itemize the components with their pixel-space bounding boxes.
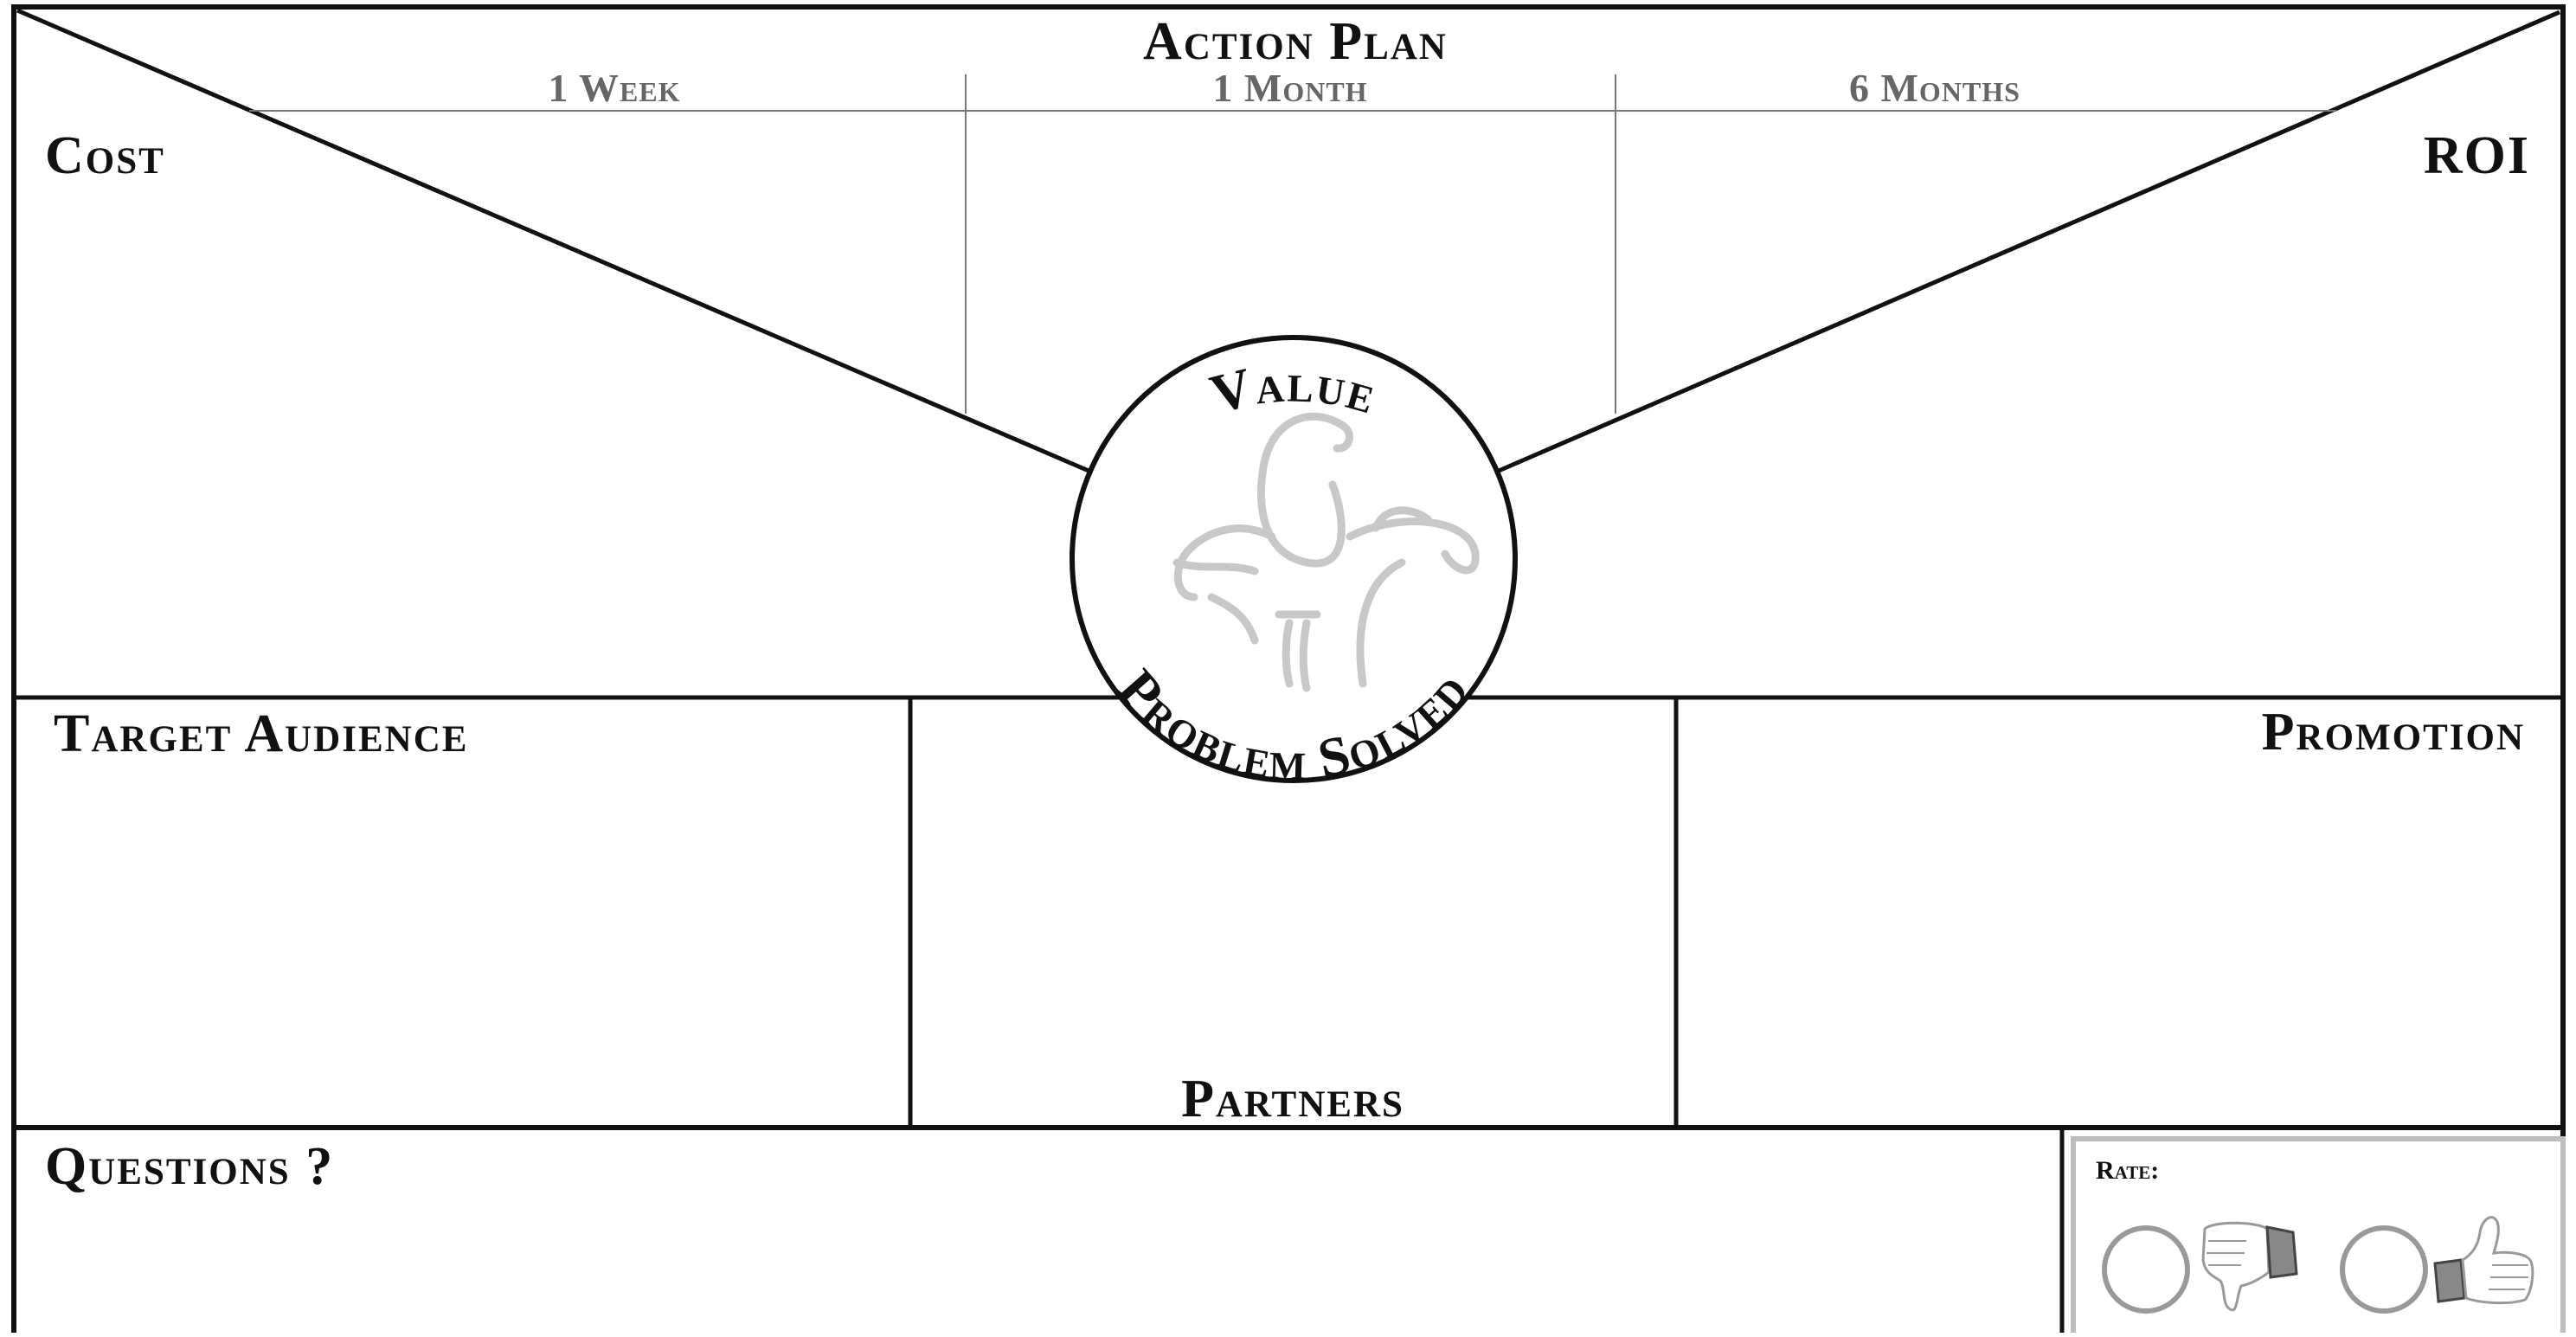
action-plan-title: Action Plan <box>1143 12 1448 71</box>
questions-label: Questions ? <box>45 1137 334 1196</box>
timeline-label-six-months: 6 Months <box>1849 66 2020 110</box>
target-audience-label: Target Audience <box>54 704 468 763</box>
roi-label: ROI <box>2424 126 2530 185</box>
timeline-label-week: 1 Week <box>548 66 680 110</box>
cost-label: Cost <box>45 126 165 185</box>
promotion-label: Promotion <box>2262 703 2525 762</box>
timeline-label-month: 1 Month <box>1212 66 1367 110</box>
partners-label: Partners <box>1181 1070 1404 1128</box>
rate-radio-thumbs-down[interactable] <box>2104 1228 2187 1311</box>
diagonal-right <box>1499 12 2560 471</box>
rate-radio-thumbs-up[interactable] <box>2342 1228 2425 1311</box>
rate-label: Rate: <box>2096 1156 2159 1185</box>
